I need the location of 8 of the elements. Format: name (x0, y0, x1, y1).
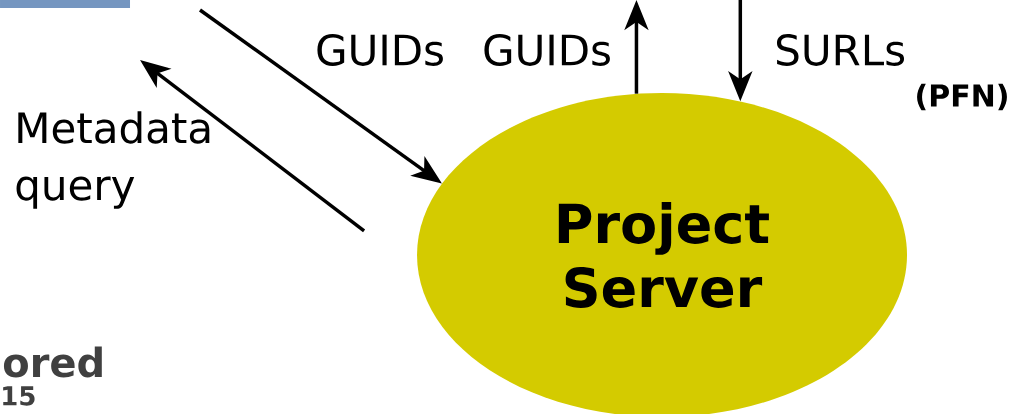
edge-label: SURLs (772, 32, 909, 68)
box (0, 0, 130, 8)
label: 15 (3, 386, 35, 406)
edge-label: GUIDs (480, 32, 614, 68)
label: ored (3, 346, 102, 378)
label: (PFN) (917, 83, 1007, 111)
edge-label: GUIDs (313, 32, 447, 68)
edge-label: Metadata query (16, 111, 210, 209)
